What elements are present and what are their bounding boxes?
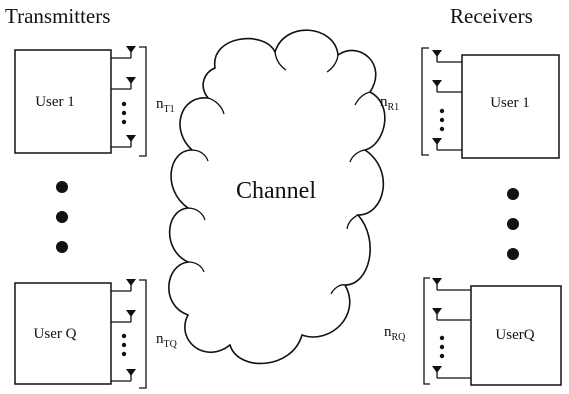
receiver-user-1: User 1 nR1 <box>380 47 560 159</box>
receiver-user-q-box <box>470 285 562 386</box>
transmitter-user-q-bracket <box>139 279 147 389</box>
receiver-user-q-antennas <box>431 277 471 379</box>
transmitter-user-q-antennas <box>111 278 137 382</box>
transmitter-user-q-label: User Q <box>34 326 77 342</box>
receiver-ellipsis <box>507 188 519 260</box>
channel-label: Channel <box>236 178 316 204</box>
channel-cloud: Channel <box>168 29 386 365</box>
receiver-user-q: UserQ nRQ <box>384 277 562 386</box>
receiver-user-q-label: UserQ <box>495 327 534 343</box>
receiver-user-1-antennas <box>431 49 462 151</box>
transmitter-user-q-antenna-count: nTQ <box>156 331 178 350</box>
transmitter-user-1-antenna-count: nT1 <box>156 96 175 115</box>
receivers-heading: Receivers <box>450 4 533 28</box>
transmitters-heading: Transmitters <box>5 4 111 28</box>
transmitter-user-1-bracket <box>139 46 147 157</box>
transmitter-user-1-box <box>14 49 112 154</box>
transmitter-user-q-box <box>14 282 112 385</box>
transmitter-user-1-label: User 1 <box>35 94 75 110</box>
transmitter-user-1: User 1 nT1 <box>14 45 175 157</box>
receiver-user-1-antenna-count: nR1 <box>380 94 399 113</box>
transmitter-user-1-antennas <box>111 45 137 148</box>
receiver-user-1-box <box>461 54 560 159</box>
receiver-user-1-bracket <box>421 47 429 156</box>
receiver-user-1-label: User 1 <box>490 95 530 111</box>
receiver-user-q-bracket <box>423 277 430 385</box>
transmitter-ellipsis <box>56 181 68 253</box>
receiver-user-q-antenna-count: nRQ <box>384 324 406 343</box>
transmitter-user-q: User Q nTQ <box>14 278 178 389</box>
